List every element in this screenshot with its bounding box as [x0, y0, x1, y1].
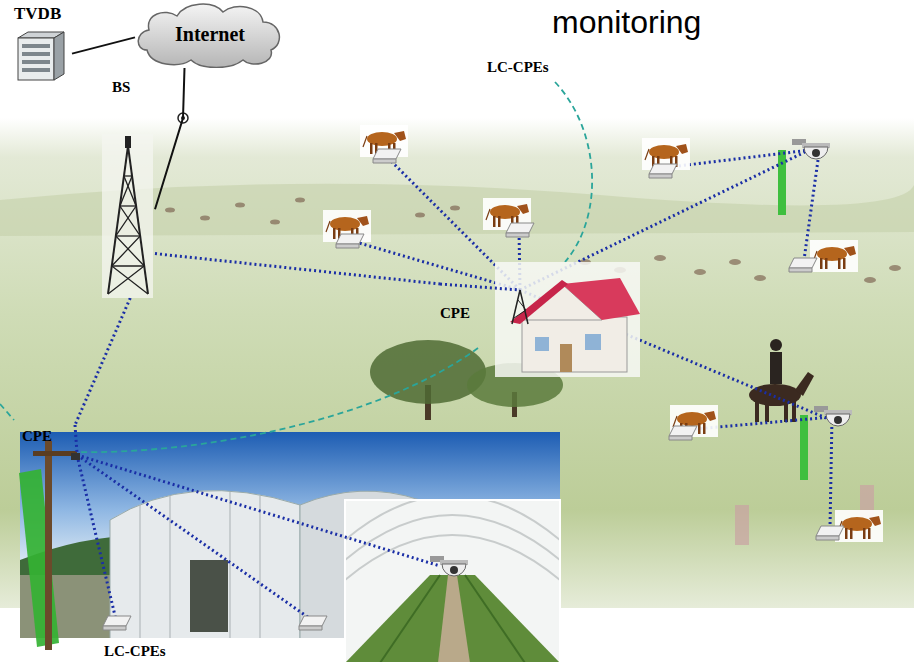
sensor-box	[669, 426, 697, 440]
pole-node: CPE	[15, 425, 85, 650]
label-holder: LC-CPEs	[487, 58, 549, 76]
diagram-title: monitoring	[552, 4, 701, 41]
icon-shape	[19, 425, 80, 650]
node-label: Internet	[175, 23, 245, 46]
coverage-curve	[0, 404, 14, 420]
coverage-curve	[555, 82, 592, 262]
node-label: BS	[112, 79, 130, 96]
camera-pole	[800, 415, 808, 480]
horse-leg	[784, 402, 788, 422]
row-line	[465, 575, 525, 663]
sensor-box	[816, 526, 844, 540]
camera-icon	[792, 139, 830, 159]
node-label: CPE	[22, 428, 52, 445]
sensor-box	[373, 149, 401, 163]
server-node: TVDB	[8, 4, 72, 84]
herd-cow	[654, 255, 666, 261]
title-holder: monitoring	[552, 4, 701, 41]
sensor-box	[299, 616, 327, 630]
crop-rows	[345, 575, 560, 663]
herd-cow	[450, 206, 460, 211]
herd-cow	[295, 198, 305, 203]
herd-cow	[270, 220, 280, 225]
sensor-links	[77, 150, 832, 620]
herd-cow	[864, 277, 876, 283]
sensor-box	[336, 234, 364, 248]
rider-head	[770, 339, 782, 351]
herd-cow	[694, 269, 706, 275]
wireless-link	[75, 298, 130, 425]
horse-head	[795, 372, 814, 396]
row-line	[380, 575, 440, 663]
rider	[770, 352, 782, 384]
frame-line	[230, 492, 231, 638]
coverage-curve	[72, 348, 478, 452]
frame-line	[140, 505, 141, 638]
herd-cow	[754, 275, 766, 281]
camera-pole	[778, 150, 786, 215]
interior-ground	[345, 500, 560, 663]
icon-shape	[102, 134, 153, 298]
arch	[345, 500, 560, 540]
wired-link	[155, 68, 185, 209]
cow-icon	[810, 240, 858, 272]
house-node: CPE	[440, 262, 640, 377]
group-label: LC-CPEs	[104, 643, 166, 660]
sensor-box	[789, 258, 817, 272]
herd-cow	[889, 265, 901, 271]
dotted-link	[830, 417, 832, 528]
node-label: TVDB	[14, 4, 61, 24]
aisle	[438, 575, 470, 663]
sensor-box	[103, 616, 131, 630]
camera-icon	[430, 556, 468, 576]
camera-icon	[814, 406, 852, 426]
fence-post	[735, 505, 749, 545]
dotted-link	[77, 455, 312, 620]
frame-line	[170, 495, 171, 638]
horse-leg	[765, 402, 769, 422]
arch	[345, 535, 560, 580]
group-label: LC-CPEs	[487, 59, 549, 76]
wireless-link	[155, 254, 440, 284]
icon-shape	[18, 32, 64, 80]
greenhouse-tunnel	[110, 491, 300, 638]
node-icon	[100, 76, 155, 298]
icon-shape	[138, 4, 279, 67]
herd-cow	[165, 208, 175, 213]
dotted-link	[77, 455, 440, 566]
herd-cow	[415, 213, 425, 218]
node-icon	[15, 425, 85, 650]
herd-cow	[200, 216, 210, 221]
frame-line	[260, 496, 261, 638]
icon-shape	[440, 262, 640, 377]
sensor-box	[506, 223, 534, 237]
greenhouse-interior	[345, 500, 560, 663]
horse-leg	[755, 400, 759, 422]
cloud-node: Internet	[135, 0, 285, 68]
photo-frame	[345, 500, 560, 663]
arch	[345, 515, 560, 560]
herd-cow	[235, 203, 245, 208]
tower-node: BS	[100, 76, 155, 298]
greenhouse-door	[190, 560, 228, 632]
node-label: CPE	[440, 305, 470, 322]
node-icon	[440, 262, 640, 377]
tree-crown	[370, 340, 486, 404]
horseman	[749, 339, 814, 422]
herd-cow	[729, 259, 741, 265]
sensor-box	[649, 164, 677, 178]
label-holder: LC-CPEs	[104, 642, 166, 660]
wired-link	[72, 37, 135, 53]
